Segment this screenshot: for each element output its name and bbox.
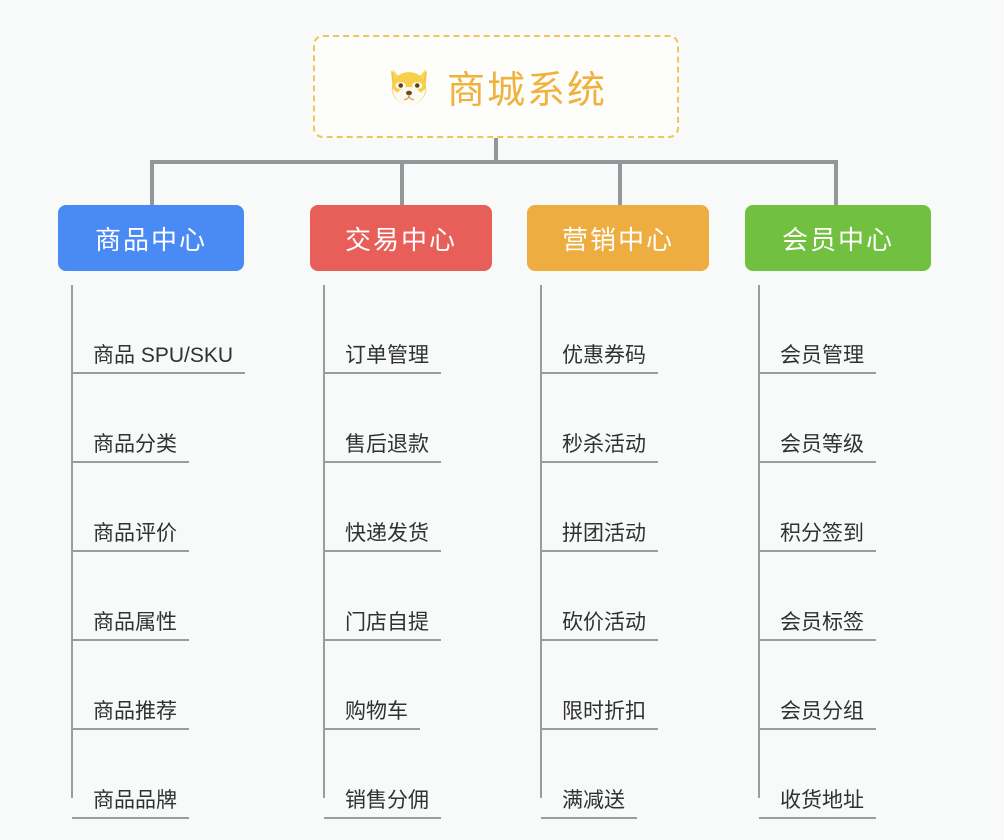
leaf-label: 满减送: [562, 789, 625, 812]
trunk-line-4: [758, 285, 760, 798]
leaf-label: 销售分佣: [345, 789, 429, 812]
leaf-item[interactable]: 优惠券码: [541, 285, 658, 374]
connector-drop-2: [400, 160, 404, 205]
leaf-item[interactable]: 满减送: [541, 730, 637, 819]
leaf-item[interactable]: 商品品牌: [72, 730, 189, 819]
connector-drop-3: [618, 160, 622, 205]
category-header-1-label: 商品中心: [94, 224, 207, 255]
leaf-item[interactable]: 会员管理: [759, 285, 876, 374]
category-header-2[interactable]: 交易中心: [310, 205, 492, 271]
leaf-label: 秒杀活动: [562, 433, 646, 456]
leaf-label: 优惠券码: [562, 344, 646, 367]
leaf-label: 会员等级: [780, 433, 864, 456]
leaf-item[interactable]: 商品属性: [72, 552, 189, 641]
leaf-label: 商品 SPU/SKU: [93, 344, 234, 367]
leaf-label: 商品分类: [93, 433, 177, 456]
trunk-line-1: [71, 285, 73, 798]
leaf-item[interactable]: 门店自提: [324, 552, 441, 641]
category-header-4-label: 会员中心: [781, 224, 894, 255]
leaf-item[interactable]: 会员等级: [759, 374, 876, 463]
leaf-item[interactable]: 商品评价: [72, 463, 189, 552]
category-header-4[interactable]: 会员中心: [745, 205, 931, 271]
connector-drop-4: [834, 160, 838, 205]
shiba-inu-icon: [385, 63, 433, 111]
category-header-3[interactable]: 营销中心: [527, 205, 709, 271]
branch-column-4: 会员中心 会员管理 会员等级 积分签到 会员标签 会员分组 收货地址: [745, 205, 931, 819]
leaf-label: 会员标签: [780, 611, 864, 634]
leaf-group-3: 优惠券码 秒杀活动 拼团活动 砍价活动 限时折扣 满减送: [527, 285, 709, 819]
leaf-item[interactable]: 积分签到: [759, 463, 876, 552]
connector-stem: [494, 138, 498, 163]
leaf-item[interactable]: 商品 SPU/SKU: [72, 285, 246, 374]
leaf-label: 订单管理: [345, 344, 429, 367]
category-header-2-label: 交易中心: [344, 224, 457, 255]
leaf-label: 商品推荐: [93, 700, 177, 723]
leaf-item[interactable]: 会员标签: [759, 552, 876, 641]
branch-column-3: 营销中心 优惠券码 秒杀活动 拼团活动 砍价活动 限时折扣 满减送: [527, 205, 709, 819]
leaf-label: 积分签到: [780, 522, 864, 545]
leaf-label: 拼团活动: [562, 522, 646, 545]
connector-bus: [150, 160, 838, 164]
leaf-label: 会员分组: [780, 700, 864, 723]
leaf-item[interactable]: 秒杀活动: [541, 374, 658, 463]
root-title: 商城系统: [446, 70, 607, 112]
leaf-label: 快递发货: [345, 522, 429, 545]
branch-column-2: 交易中心 订单管理 售后退款 快递发货 门店自提 购物车 销售分佣: [310, 205, 492, 819]
leaf-item[interactable]: 订单管理: [324, 285, 441, 374]
leaf-label: 收货地址: [780, 789, 864, 812]
connector-drop-1: [150, 160, 154, 205]
leaf-label: 限时折扣: [562, 700, 646, 723]
leaf-item[interactable]: 商品分类: [72, 374, 189, 463]
leaf-label: 商品品牌: [93, 789, 177, 812]
trunk-line-3: [540, 285, 542, 798]
leaf-item[interactable]: 销售分佣: [324, 730, 441, 819]
leaf-item[interactable]: 拼团活动: [541, 463, 658, 552]
leaf-item[interactable]: 限时折扣: [541, 641, 658, 730]
leaf-group-1: 商品 SPU/SKU 商品分类 商品评价 商品属性 商品推荐 商品品牌: [58, 285, 246, 819]
trunk-line-2: [323, 285, 325, 798]
leaf-label: 购物车: [345, 700, 408, 723]
leaf-label: 砍价活动: [562, 611, 646, 634]
leaf-item[interactable]: 售后退款: [324, 374, 441, 463]
leaf-label: 商品属性: [93, 611, 177, 634]
leaf-group-2: 订单管理 售后退款 快递发货 门店自提 购物车 销售分佣: [310, 285, 492, 819]
leaf-item[interactable]: 快递发货: [324, 463, 441, 552]
leaf-label: 会员管理: [780, 344, 864, 367]
branch-column-1: 商品中心 商品 SPU/SKU 商品分类 商品评价 商品属性 商品推荐 商品品牌: [58, 205, 246, 819]
root-node[interactable]: 商城系统: [313, 35, 679, 138]
leaf-label: 商品评价: [93, 522, 177, 545]
leaf-item[interactable]: 砍价活动: [541, 552, 658, 641]
leaf-label: 门店自提: [345, 611, 429, 634]
leaf-label: 售后退款: [345, 433, 429, 456]
leaf-item[interactable]: 会员分组: [759, 641, 876, 730]
category-header-1[interactable]: 商品中心: [58, 205, 244, 271]
leaf-item[interactable]: 商品推荐: [72, 641, 189, 730]
category-header-3-label: 营销中心: [561, 224, 674, 255]
leaf-item[interactable]: 收货地址: [759, 730, 876, 819]
leaf-item[interactable]: 购物车: [324, 641, 420, 730]
leaf-group-4: 会员管理 会员等级 积分签到 会员标签 会员分组 收货地址: [745, 285, 931, 819]
